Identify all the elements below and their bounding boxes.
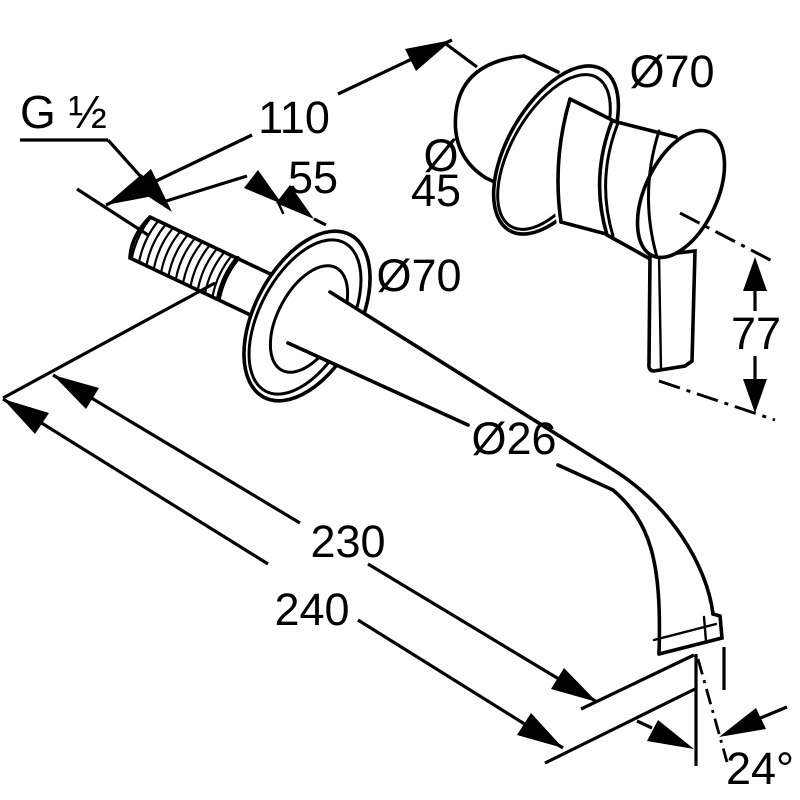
dim-110-arrow-left: [106, 174, 153, 205]
dia-70-handle-label: Ø70: [629, 46, 714, 97]
dim-230-arrow-right: [551, 668, 597, 702]
concealed-body-end-arc: [453, 54, 526, 180]
grip-ring-arc-inner: [604, 121, 620, 238]
angle-arrow-right: [719, 708, 766, 737]
aerator-notch-line: [702, 615, 708, 643]
grip-top-edge: [611, 119, 678, 139]
angle-arrow-right-shaft: [757, 705, 788, 721]
dim-110-label: 110: [258, 92, 330, 143]
thread-size-label: G ½: [20, 86, 107, 138]
dim-230-line-a: [52, 373, 301, 525]
dimension-annotations: [2, 38, 788, 766]
dia-26-label: Ø26: [471, 413, 556, 464]
handle-cone-bottom-edge: [559, 220, 612, 237]
dim-110-extension: [445, 42, 478, 69]
dim-240-label: 240: [274, 584, 349, 635]
grip-bottom-edge: [605, 233, 654, 262]
dim-77-arrow-up: [743, 257, 767, 291]
dim-55-arrow-a: [244, 170, 282, 204]
dim-55-line-b: [313, 217, 327, 227]
spout-tube: [288, 292, 722, 654]
lever-end-centerline: [658, 379, 776, 422]
dim-55-line-a: [162, 174, 248, 204]
dim-230-extension: [580, 653, 695, 711]
dia-45-symbol-label: Ø: [423, 130, 458, 181]
dim-240-extension: [544, 686, 698, 765]
dia-45-value-label: 45: [411, 165, 461, 216]
lever-edge-line: [657, 253, 663, 371]
dim-55-arrow-b: [276, 185, 314, 219]
dim-240-arrow-right: [517, 713, 563, 748]
dim-110-arrow-right: [405, 40, 452, 71]
spout-tube-lower-edge-a: [286, 341, 470, 427]
handle-axis-centerline: [679, 211, 777, 265]
dim-240-line-a: [2, 397, 269, 566]
handle-cone-base-arc: [556, 97, 572, 224]
angle-arrow-left: [647, 720, 694, 749]
lever-blade-outline: [647, 248, 697, 373]
dim-240-arrow-left: [3, 399, 49, 434]
dim-55-label: 55: [288, 152, 338, 203]
wall-extension-line: [76, 187, 149, 237]
dim-230-label: 230: [310, 516, 385, 567]
concealed-body-top-edge: [522, 54, 560, 74]
spout-tip-face: [657, 612, 724, 656]
grip-ring-arc-outer: [597, 119, 614, 237]
dim-77-label: 77: [731, 308, 781, 359]
dimension-labels: G ½ 110 55 Ø70 Ø 45 Ø70 Ø26 77 230 240 2…: [20, 46, 794, 794]
spout-angle-centerline: [696, 658, 729, 763]
spout-assembly: [128, 214, 724, 656]
dim-230-arrow-left: [53, 375, 99, 409]
lever-blade: [648, 251, 695, 371]
dia-70-spout-label: Ø70: [376, 250, 461, 301]
angle-arrow-left-shaft: [636, 719, 653, 730]
spout-tube-lower-edge-b: [556, 463, 662, 656]
handle-assembly: [453, 54, 777, 373]
grip-face-chamfer-arc: [647, 129, 661, 259]
spout-tube-upper-edge: [328, 290, 715, 616]
handle-cone-top-edge: [568, 97, 616, 123]
dim-77-arrow-down: [743, 379, 767, 413]
wall-surface-line: [2, 281, 216, 400]
angle-24-label: 24°: [726, 743, 794, 794]
